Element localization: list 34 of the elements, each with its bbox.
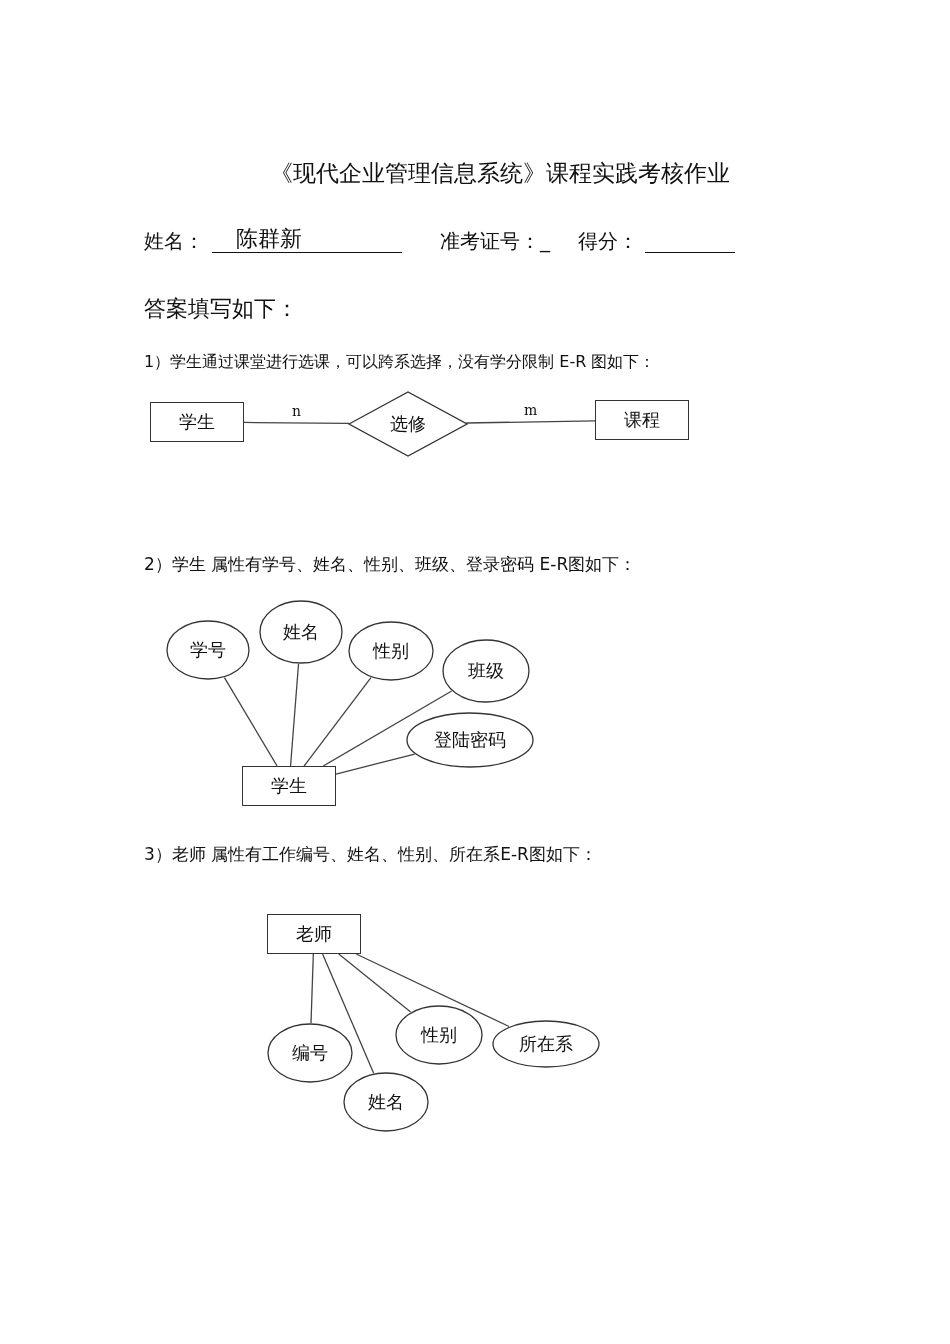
attribute-ellipse: 所在系 (492, 1020, 600, 1068)
connector-line (321, 953, 375, 1074)
attribute-ellipse: 姓名 (343, 1072, 429, 1132)
entity-box: 老师 (267, 914, 361, 954)
entity-box: 学生 (150, 402, 244, 442)
entity-box: 课程 (595, 400, 689, 440)
attribute-ellipse: 性别 (395, 1005, 483, 1065)
relationship-diamond: 选修 (348, 391, 468, 457)
label-text: 得分： (578, 228, 638, 255)
attribute-ellipse: 性别 (348, 621, 434, 681)
connector-line (465, 420, 596, 424)
fill-in-line: 陈群新 (212, 226, 402, 253)
question-text: 1）学生通过课堂进行选课，可以跨系选择，没有学分限制 E-R 图如下： (144, 352, 656, 373)
question-text: 2）学生 属性有学号、姓名、性别、班级、登录密码 E-R图如下： (144, 553, 637, 576)
heading: 答案填写如下： (144, 295, 298, 323)
entity-box: 学生 (242, 766, 336, 806)
attribute-ellipse: 编号 (267, 1023, 353, 1083)
connector-line (289, 663, 300, 767)
attribute-ellipse: 姓名 (259, 600, 343, 664)
label-text: 准考证号：_ (440, 228, 550, 255)
connector-line (303, 676, 372, 767)
attribute-ellipse: 学号 (166, 620, 250, 680)
connector-line (322, 690, 453, 767)
connector-line (338, 953, 412, 1013)
connector-line (223, 676, 278, 767)
attribute-ellipse: 班级 (442, 639, 530, 703)
title: 《现代企业管理信息系统》课程实践考核作业 (269, 159, 731, 188)
connector-line (355, 953, 510, 1028)
attribute-ellipse: 登陆密码 (406, 712, 534, 768)
connector-line (310, 953, 314, 1024)
connector-line (243, 421, 350, 425)
question-text: 3）老师 属性有工作编号、姓名、性别、所在系E-R图如下： (144, 843, 597, 866)
connector-line (335, 753, 416, 775)
label-text: 姓名： (144, 228, 204, 255)
